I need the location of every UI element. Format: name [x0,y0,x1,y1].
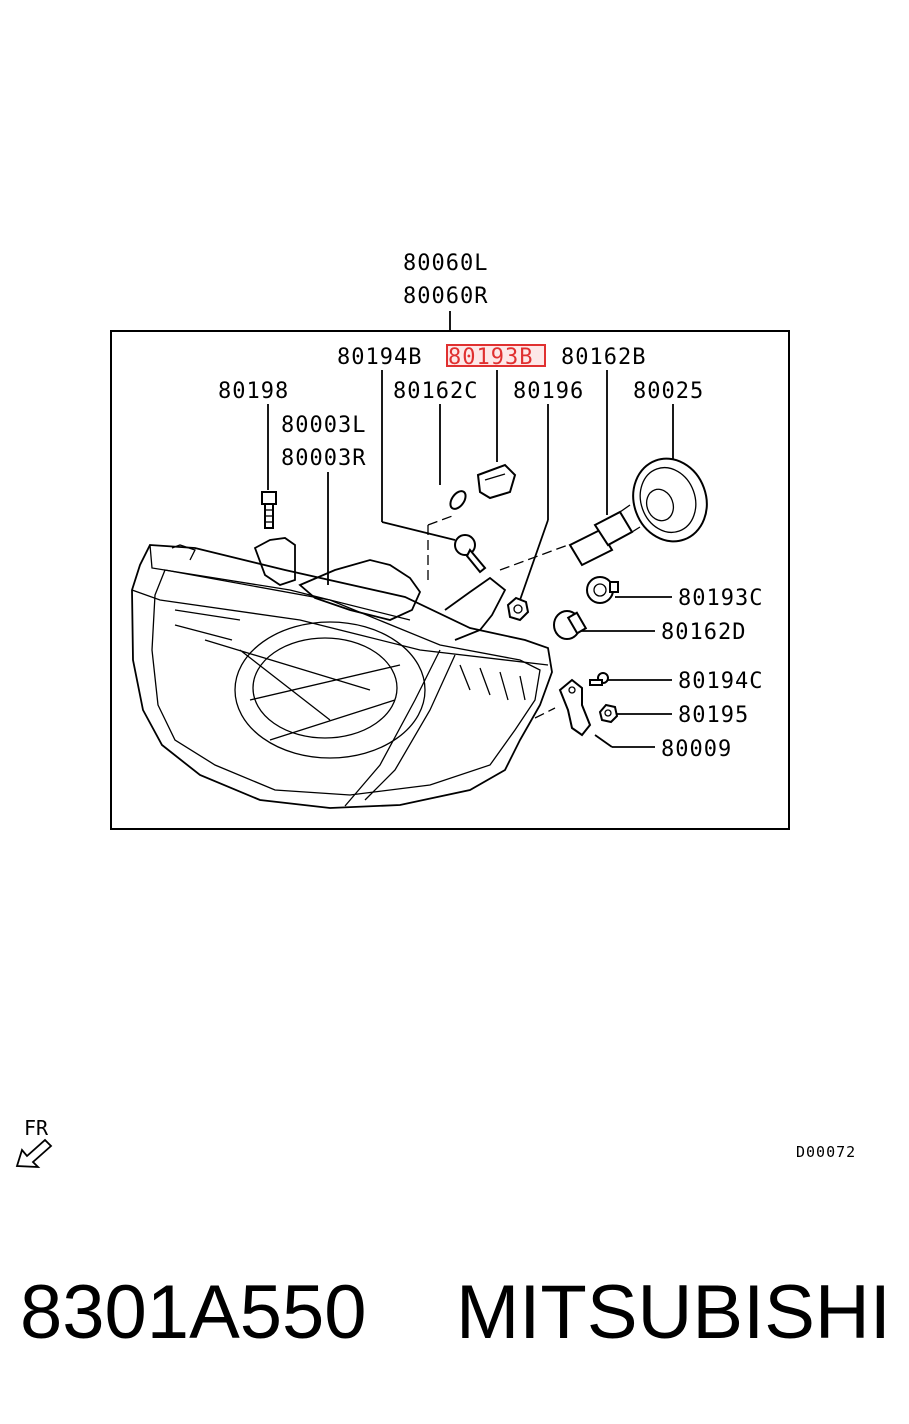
nut-80195-icon [598,703,619,724]
callout-80198[interactable]: 80198 [218,379,289,404]
callout-80195[interactable]: 80195 [678,703,749,728]
callout-80162C[interactable]: 80162C [393,379,478,404]
socket-80193C-icon [586,576,619,604]
bulb-80162C-icon [449,490,467,510]
highlight-box [446,344,546,367]
screw-80194B-icon [454,534,487,574]
diagram-code: D00072 [796,1143,856,1161]
socket-80193B-icon [476,463,517,500]
callout-80162B[interactable]: 80162B [561,345,646,370]
callout-80196[interactable]: 80196 [513,379,584,404]
bulb-80162D-icon [553,610,588,640]
front-label: FR [24,1116,49,1140]
callout-80003L[interactable]: 80003L [281,413,366,438]
leader-lines [267,370,674,748]
callout-80193C[interactable]: 80193C [678,586,763,611]
headlamp-housing [131,537,553,809]
part-number: 8301A550 [20,1270,367,1355]
screw-80194C-icon [589,672,609,686]
front-arrow-icon [15,1138,53,1169]
callout-80194C[interactable]: 80194C [678,669,763,694]
callout-80162D[interactable]: 80162D [661,620,746,645]
callout-80003R[interactable]: 80003R [281,446,366,471]
bracket-80009-icon [558,678,592,737]
callout-80025[interactable]: 80025 [633,379,704,404]
brand-name: MITSUBISHI [456,1270,891,1355]
bulb-80162B-icon [568,504,641,567]
assembly-frame [110,330,790,830]
callout-80009[interactable]: 80009 [661,737,732,762]
assembly-label-left: 80060L [403,251,488,276]
dust-cap-80025-icon [632,457,708,543]
assembly-label-right: 80060R [403,284,488,309]
screw-80198-icon [261,491,277,529]
callout-80193B[interactable]: 80193B [448,345,533,370]
nut-80196-icon [506,596,530,622]
callout-80194B[interactable]: 80194B [337,345,422,370]
